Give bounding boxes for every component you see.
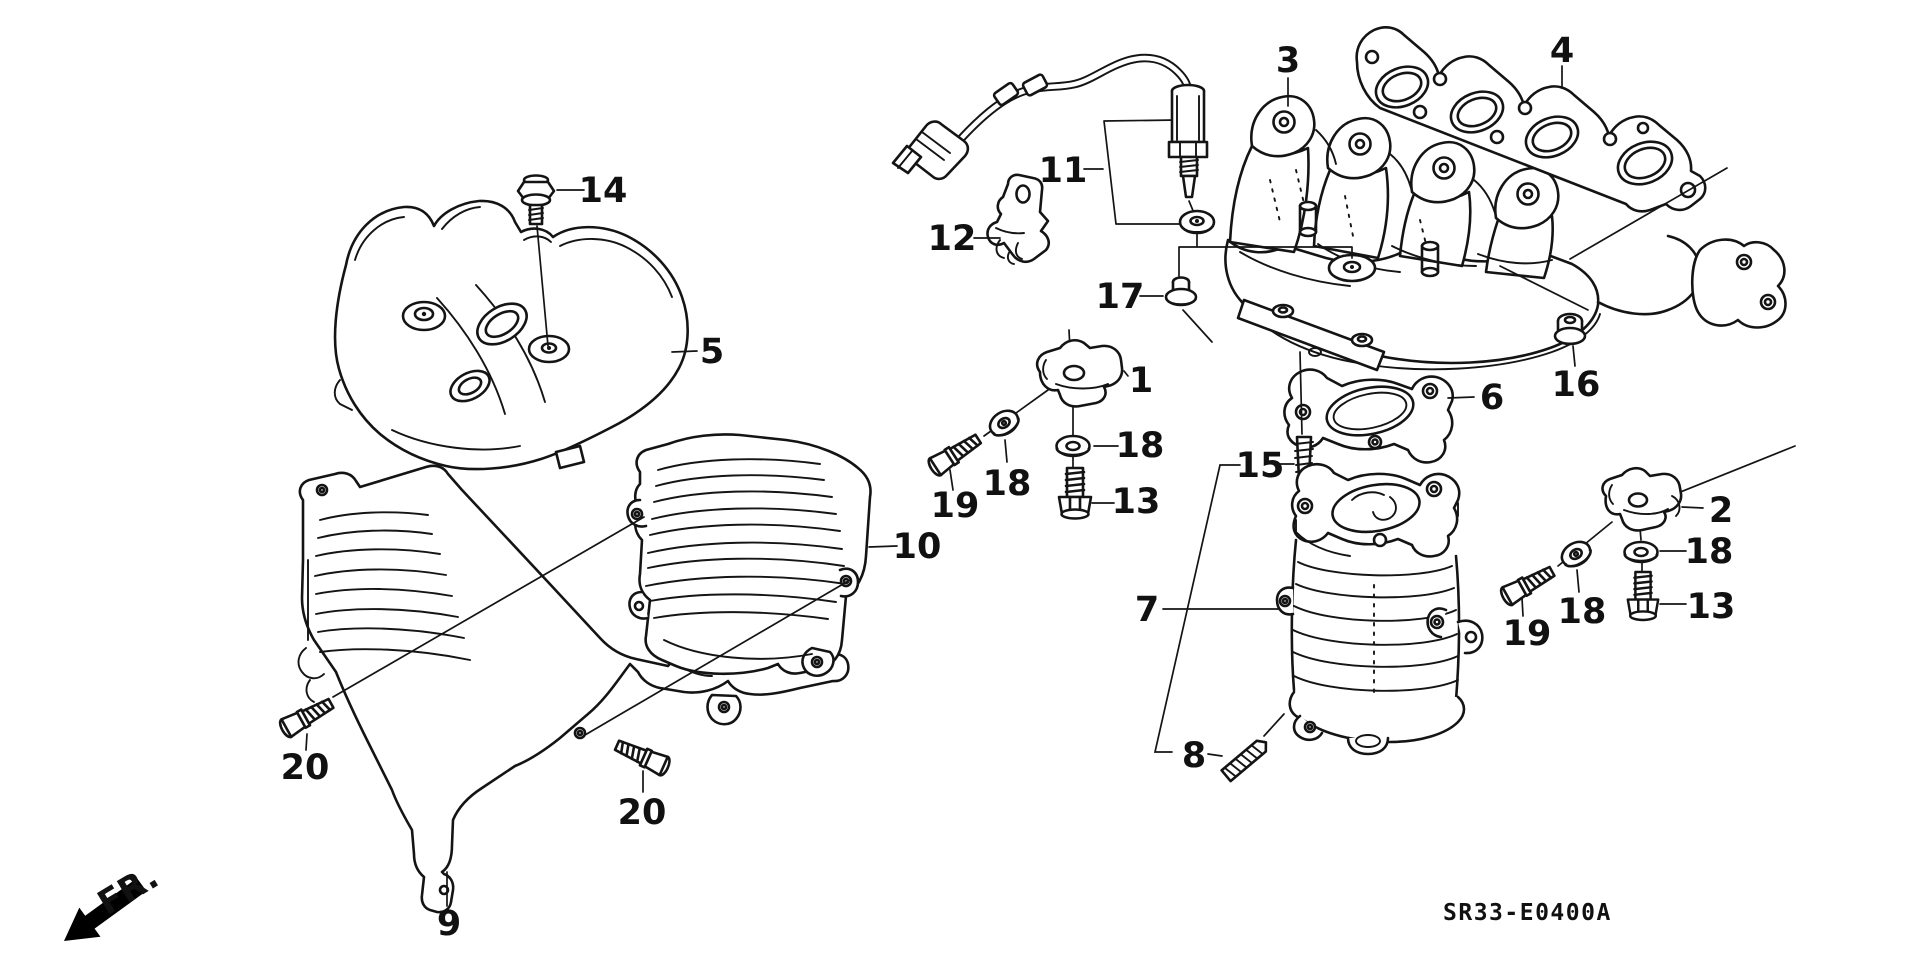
shield-bolt-20-left [276,693,338,751]
catalytic-converter [1275,462,1484,756]
callout-19-b: 19 [1503,614,1552,654]
callout-10: 10 [893,527,942,567]
flange-nut-16 [1553,312,1587,346]
callout-8: 8 [1182,736,1206,776]
callout-19-a: 19 [931,486,980,526]
flange-stud-8 [1220,713,1285,783]
callout-9: 9 [437,904,461,944]
callout-14: 14 [579,171,628,211]
shield-bolt-20-right [611,734,674,793]
callout-17: 17 [1096,277,1145,317]
callout-2: 2 [1709,491,1733,531]
callout-18-a: 18 [1116,426,1165,466]
callout-5: 5 [700,332,724,372]
self-locking-nut-17 [1164,233,1353,343]
exhaust-pipe-clamp-1 [924,329,1124,520]
callout-12: 12 [928,219,977,259]
sensor-wire-clamp-bracket [986,173,1051,265]
callout-18-c: 18 [1685,532,1734,572]
callout-labels: 14 5 11 12 17 3 4 16 6 1 18 13 18 19 15 … [281,31,1736,944]
exhaust-manifold-gasket [1355,25,1707,213]
callout-3: 3 [1276,41,1300,81]
callout-16: 16 [1552,365,1601,405]
leader-lines [332,65,1728,907]
converter-heat-shield-upper [626,433,872,678]
callout-15: 15 [1236,446,1285,486]
callout-1: 1 [1129,361,1153,401]
callout-4: 4 [1550,31,1574,71]
shield-bolt-14 [516,174,556,347]
converter-gasket-6 [1283,368,1454,464]
oxygen-sensor [891,53,1216,235]
callout-13-b: 13 [1687,587,1736,627]
callout-18-b: 18 [983,464,1032,504]
callout-6: 6 [1480,378,1504,418]
front-direction-marker: FR. [64,857,166,941]
manifold-heat-shield-upper [333,199,689,471]
fr-direction-arrow [64,878,147,941]
callout-11: 11 [1039,151,1088,191]
converter-heat-shield-lower [297,464,850,914]
callout-20-a: 20 [281,748,330,788]
callout-13-a: 13 [1112,482,1161,522]
exhaust-manifold [1224,94,1787,372]
callout-20-b: 20 [618,793,667,833]
exhaust-pipe-clamp-2 [1497,445,1796,622]
callout-7: 7 [1135,590,1159,630]
diagram-code: SR33-E0400A [1443,900,1612,926]
callout-18-d: 18 [1558,592,1607,632]
